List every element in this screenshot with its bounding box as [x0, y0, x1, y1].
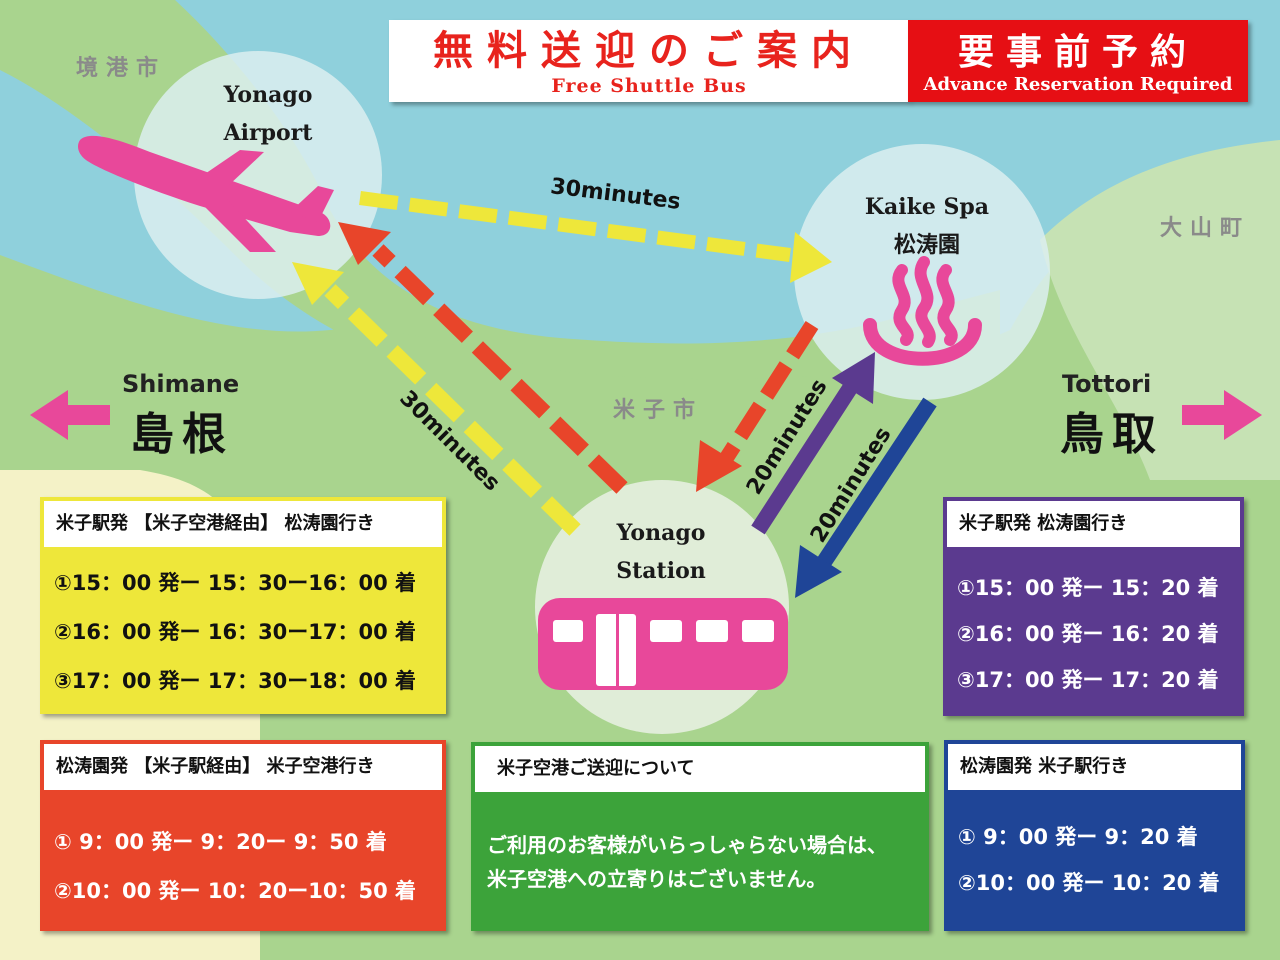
schedule-row: ③17：00 発ー 17：30ー18：00 着: [54, 669, 417, 693]
town-yonago-city: 米子市: [613, 398, 704, 423]
spa-label-line2: 松涛園: [893, 232, 960, 258]
header-title-panel: 無料送迎のご案内 Free Shuttle Bus: [389, 20, 909, 102]
spa-label: Kaike Spa 松涛園: [845, 188, 1009, 264]
airport-label: Yonago Airport: [188, 76, 348, 152]
tottori-en: Tottori: [1062, 370, 1152, 398]
spa-label-line1: Kaike Spa: [864, 194, 990, 220]
schedule-station-to-spa-title: 米子駅発 松涛園行き: [947, 501, 1240, 547]
schedule-spa-via-station-title: 松涛園発 【米子駅経由】 米子空港行き: [44, 744, 442, 790]
schedule-spa-via-station: 松涛園発 【米子駅経由】 米子空港行き ① 9：00 発ー 9：20ー 9：50…: [40, 740, 446, 931]
schedule-station-via-airport-rows: ①15：00 発ー 15：30ー16：00 着 ②16：00 発ー 16：30ー…: [54, 559, 416, 706]
schedule-spa-via-station-rows: ① 9：00 発ー 9：20ー 9：50 着 ②10：00 発ー 10：20ー1…: [54, 818, 416, 916]
schedule-row: ②10：00 発ー 10：20ー10：50 着: [54, 879, 417, 903]
shimane-en: Shimane: [122, 370, 240, 398]
airport-circle: [134, 51, 382, 299]
route-airport-spa-head: [790, 232, 832, 283]
route-station-airport-yellow-line: [324, 284, 581, 536]
shimane-jp: 島根: [130, 409, 234, 460]
route-spa-station-red-line: [713, 320, 819, 473]
schedule-spa-to-station-title: 松涛園発 米子駅行き: [948, 744, 1241, 790]
notice-airport-pickup: 米子空港ご送迎について ご利用のお客様がいらっしゃらない場合は、 米子空港への立…: [471, 742, 929, 931]
schedule-row: ①15：00 発ー 15：30ー16：00 着: [54, 571, 417, 595]
header-reservation-panel: 要事前予約 Advance Reservation Required: [908, 20, 1248, 102]
route-station-airport-red-head: [338, 222, 391, 265]
route-spa-station-blue-head: [795, 545, 842, 598]
route-station-airport-yellow-head: [292, 262, 344, 305]
schedule-spa-to-station: 松涛園発 米子駅行き ① 9：00 発ー 9：20 着 ②10：00 発ー 10…: [944, 740, 1245, 931]
schedule-station-via-airport-title: 米子駅発 【米子空港経由】 松涛園行き: [44, 501, 442, 547]
notice-body: ご利用のお客様がいらっしゃらない場合は、 米子空港への立寄りはございません。: [487, 828, 887, 896]
schedule-row: ②16：00 発ー 16：30ー17：00 着: [54, 620, 417, 644]
arrow-right-tottori: [1182, 390, 1262, 440]
route-station-airport-red-line: [372, 244, 628, 494]
route-station-spa-purple-line: [751, 380, 859, 535]
schedule-spa-to-station-rows: ① 9：00 発ー 9：20 着 ②10：00 発ー 10：20 着: [958, 814, 1220, 906]
arrow-left-shimane: [30, 390, 110, 440]
schedule-station-via-airport: 米子駅発 【米子空港経由】 松涛園行き ①15：00 発ー 15：30ー16：0…: [40, 497, 446, 714]
schedule-row: ②16：00 発ー 16：20 着: [957, 622, 1219, 646]
header-reserve-en: Advance Reservation Required: [923, 74, 1233, 95]
schedule-row: ①15：00 発ー 15：20 着: [957, 576, 1219, 600]
route-station-spa-purple-head: [832, 352, 875, 404]
airport-label-line1: Yonago: [223, 82, 313, 108]
header-reserve-jp: 要事前予約: [957, 31, 1198, 73]
daisen-area: [1040, 140, 1280, 480]
town-daisen: 大山町: [1160, 216, 1251, 241]
schedule-row: ① 9：00 発ー 9：20ー 9：50 着: [54, 830, 387, 854]
schedule-row: ③17：00 発ー 17：20 着: [957, 668, 1219, 692]
notice-line1: ご利用のお客様がいらっしゃらない場合は、: [487, 833, 887, 857]
route-airport-spa-line: [359, 191, 791, 262]
notice-line2: 米子空港への立寄りはございません。: [487, 867, 827, 891]
onsen-icon: [863, 256, 982, 366]
town-sakaiminato: 境港市: [76, 56, 167, 81]
tottori-jp: 鳥取: [1060, 409, 1164, 460]
route-spa-station-blue-line: [815, 397, 937, 570]
schedule-row: ① 9：00 発ー 9：20 着: [958, 825, 1198, 849]
schedule-row: ②10：00 発ー 10：20 着: [958, 871, 1220, 895]
route-spa-station-red-head: [696, 440, 742, 492]
airport-label-line2: Airport: [223, 120, 313, 146]
notice-title: 米子空港ご送迎について: [475, 746, 925, 792]
station-label-line1: Yonago: [616, 520, 706, 546]
header-title-jp: 無料送迎のご案内: [433, 27, 865, 74]
airplane-icon: [78, 135, 334, 252]
schedule-station-to-spa: 米子駅発 松涛園行き ①15：00 発ー 15：20 着 ②16：00 発ー 1…: [943, 497, 1244, 716]
station-label: Yonago Station: [585, 514, 737, 590]
header-title-en: Free Shuttle Bus: [551, 75, 747, 97]
train-icon: [538, 598, 788, 690]
schedule-station-to-spa-rows: ①15：00 発ー 15：20 着 ②16：00 発ー 16：20 着 ③17：…: [957, 565, 1219, 703]
station-label-line2: Station: [616, 558, 706, 584]
